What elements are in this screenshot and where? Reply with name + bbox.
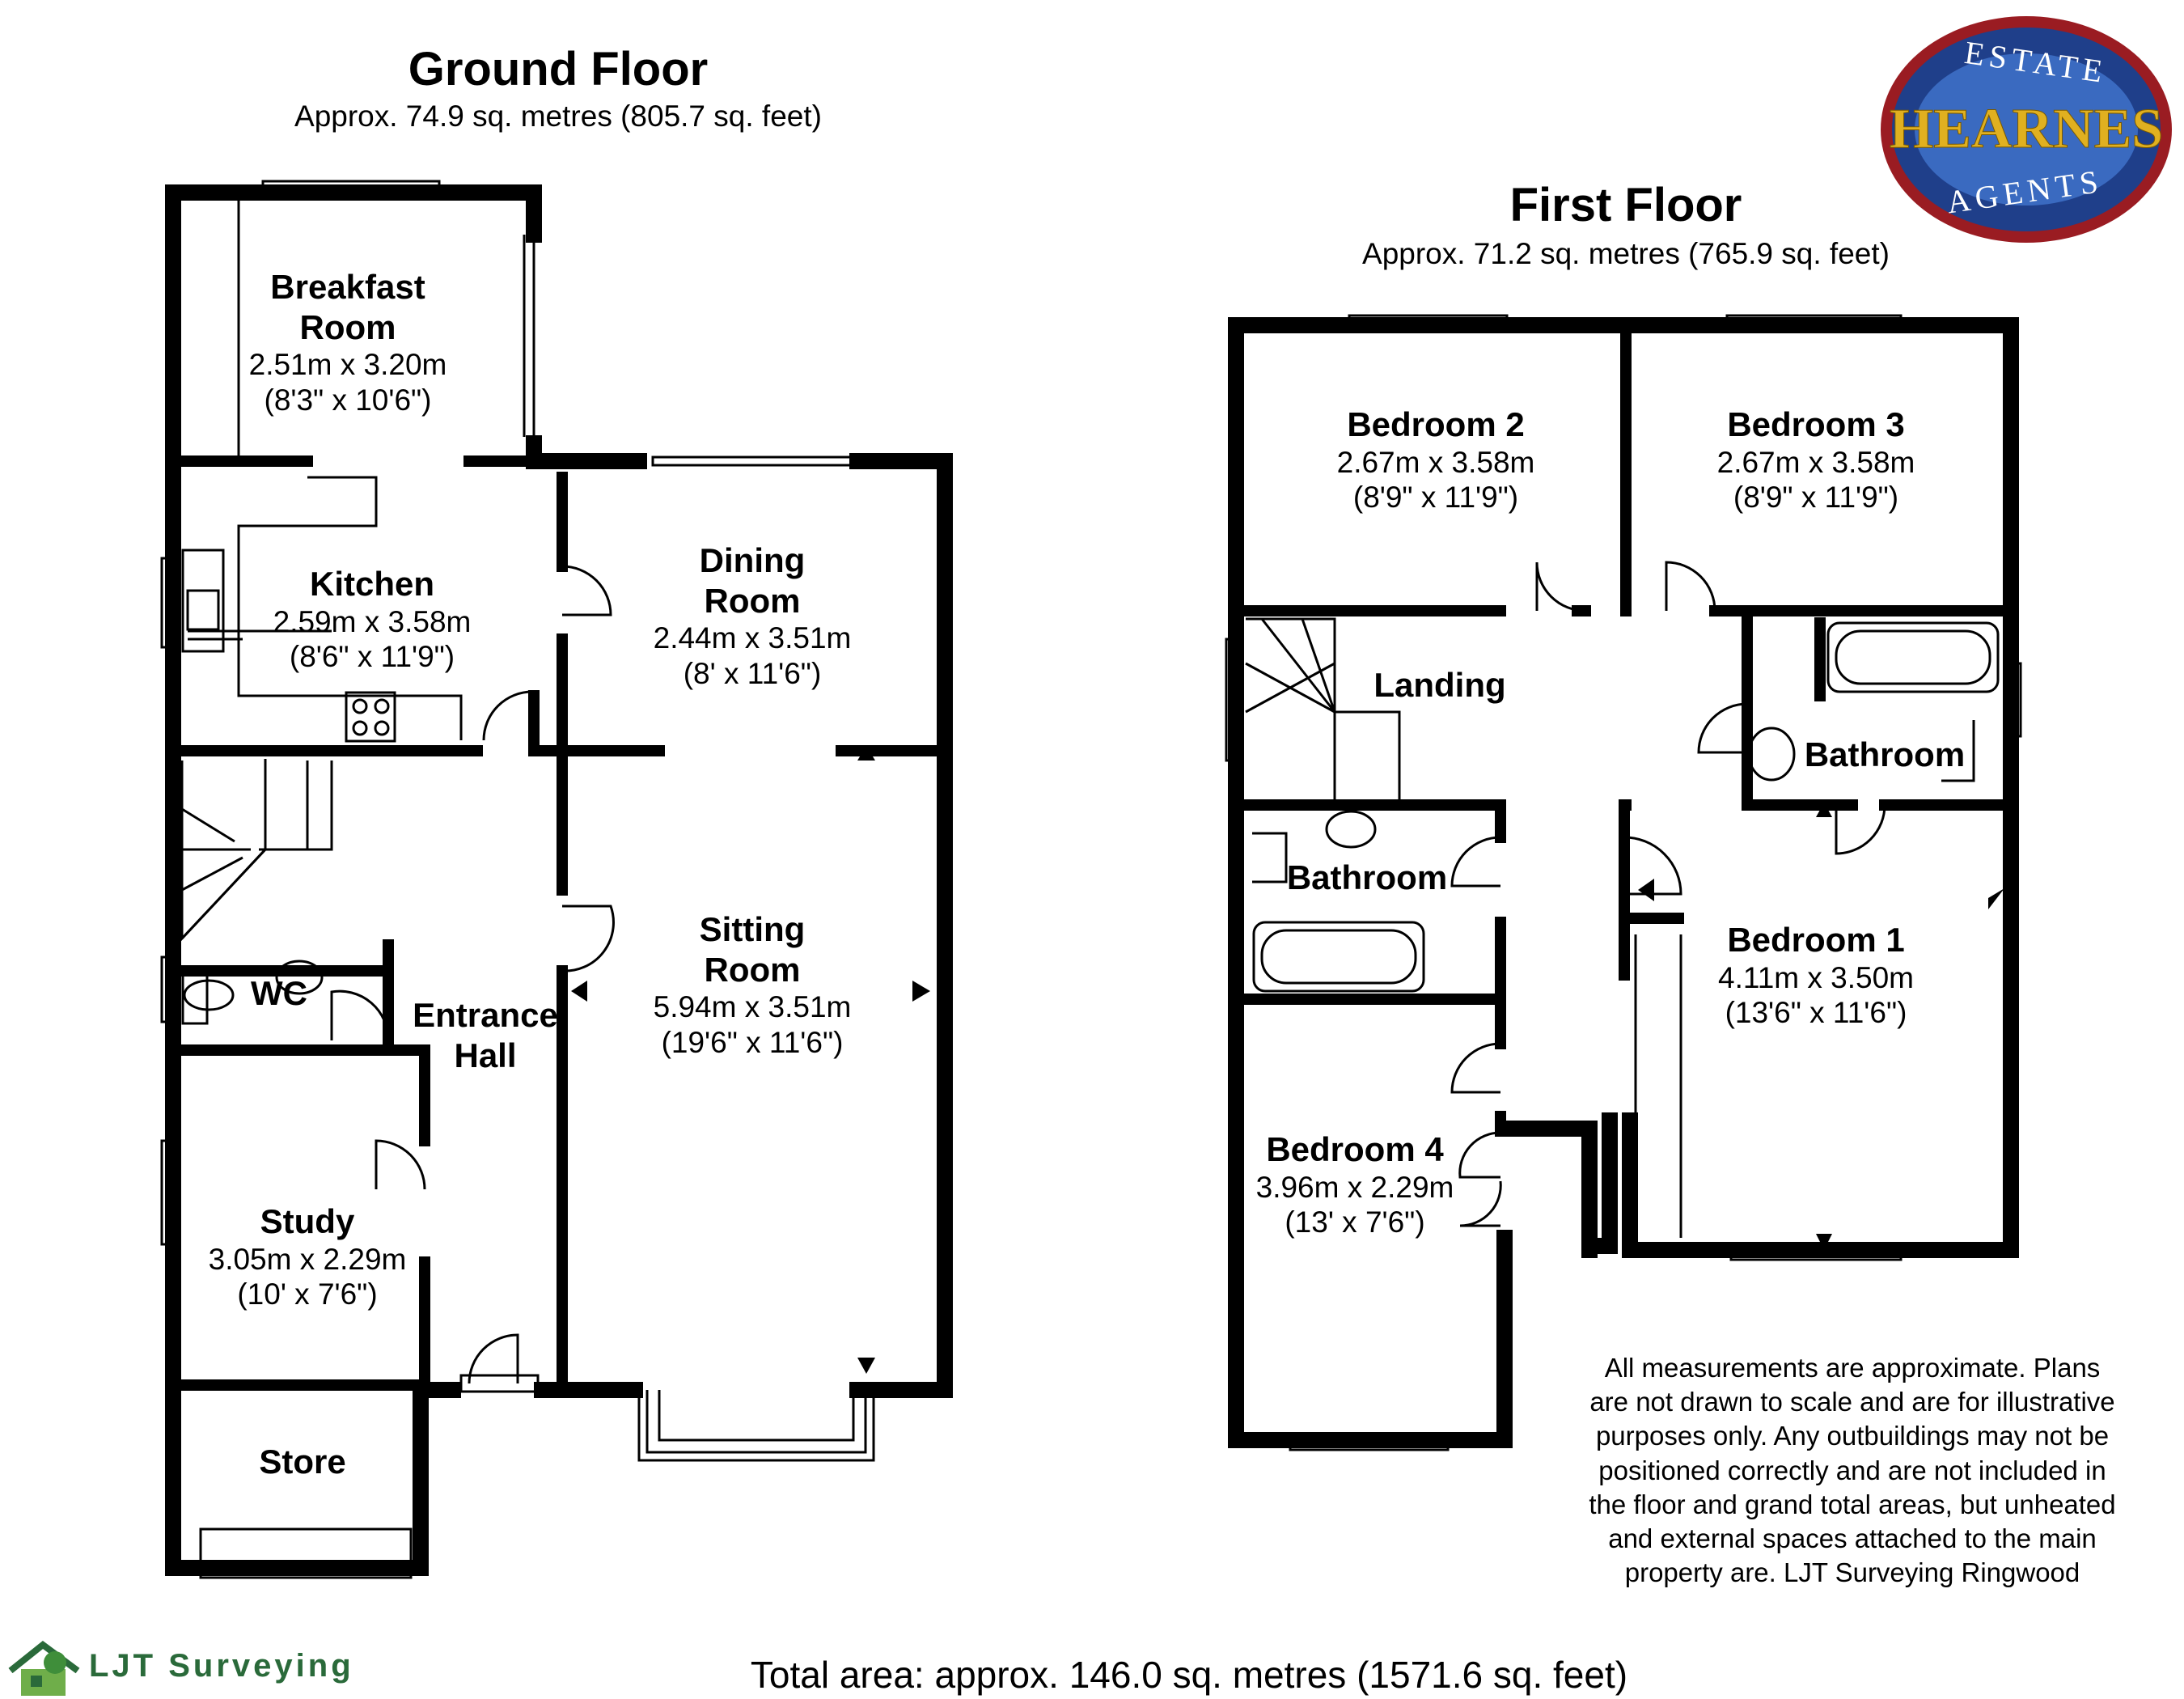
hearnes-logo: ESTATE HEARNES AGENTS — [1881, 16, 2172, 243]
room-metric: 2.44m x 3.51m — [653, 621, 852, 655]
room-name: Sitting — [699, 910, 806, 948]
room-imperial: (8'3" x 10'6") — [264, 383, 432, 417]
first-floor-markers — [1638, 803, 2004, 1250]
room-bathroom-right: Bathroom — [1804, 735, 1966, 773]
first-floor-title: First Floor — [1509, 179, 1742, 231]
room-breakfast: Breakfast Room 2.51m x 3.20m (8'3" x 10'… — [218, 267, 477, 417]
room-bedroom-2: Bedroom 2 2.67m x 3.58m (8'9" x 11'9") — [1294, 405, 1577, 515]
room-name: Room — [299, 307, 396, 346]
ground-floor-title: Ground Floor — [408, 43, 709, 95]
room-name: Room — [704, 950, 801, 989]
room-dining: Dining Room 2.44m x 3.51m (8' x 11'6") — [623, 540, 882, 691]
room-imperial: (8'9" x 11'9") — [1733, 481, 1899, 515]
room-name: Bedroom 3 — [1727, 405, 1905, 443]
room-metric: 4.11m x 3.50m — [1718, 960, 1914, 994]
ground-floor-markers — [571, 746, 930, 1374]
room-imperial: (8'6" x 11'9") — [289, 640, 455, 674]
room-metric: 3.96m x 2.29m — [1255, 1170, 1454, 1204]
room-bedroom-4: Bedroom 4 3.96m x 2.29m (13' x 7'6") — [1238, 1129, 1472, 1240]
room-name: Bedroom 2 — [1347, 405, 1525, 443]
room-name: Study — [260, 1202, 355, 1240]
room-entrance-hall: Entrance Hall — [404, 995, 566, 1075]
logo-main-text: HEARNES — [1890, 98, 2163, 160]
total-area: Total area: approx. 146.0 sq. metres (15… — [750, 1654, 1628, 1696]
room-imperial: (8' x 11'6") — [683, 656, 822, 690]
ljt-house-icon — [8, 1640, 80, 1696]
ground-floor-windows — [160, 180, 875, 1579]
room-imperial: (8'9" x 11'9") — [1352, 481, 1519, 515]
room-bathroom-left: Bathroom — [1286, 858, 1448, 896]
room-landing: Landing — [1373, 666, 1506, 704]
room-imperial: (13' x 7'6") — [1285, 1205, 1425, 1239]
room-name: Bedroom 1 — [1727, 921, 1905, 959]
disclaimer-text: All measurements are approximate. Plans … — [1589, 1353, 2116, 1588]
room-metric: 2.67m x 3.58m — [1336, 445, 1535, 479]
ground-floor-area: Approx. 74.9 sq. metres (805.7 sq. feet) — [294, 100, 822, 133]
room-metric: 3.05m x 2.29m — [208, 1242, 407, 1276]
first-floor-fixtures — [1245, 561, 2000, 1227]
ground-floor-fixtures — [180, 193, 615, 1384]
room-name: Bedroom 4 — [1266, 1130, 1444, 1168]
room-name: Kitchen — [309, 565, 434, 603]
room-name: Breakfast — [270, 268, 425, 306]
room-imperial: (19'6" x 11'6") — [661, 1025, 844, 1059]
first-floor-area: Approx. 71.2 sq. metres (765.9 sq. feet) — [1362, 237, 1890, 270]
room-imperial: (10' x 7'6") — [237, 1277, 378, 1311]
room-name: Room — [704, 581, 801, 620]
room-name: Entrance — [413, 996, 558, 1034]
room-study: Study 3.05m x 2.29m (10' x 7'6") — [178, 1201, 437, 1312]
room-kitchen: Kitchen 2.59m x 3.58m (8'6" x 11'9") — [243, 564, 502, 675]
room-store: Store — [259, 1443, 346, 1481]
room-sitting: Sitting Room 5.94m x 3.51m (19'6" x 11'6… — [623, 909, 882, 1060]
room-imperial: (13'6" x 11'6") — [1725, 996, 1907, 1030]
surveyor-name: LJT Surveying — [89, 1648, 354, 1684]
first-floor-windows — [1225, 314, 2022, 1451]
room-bedroom-3: Bedroom 3 2.67m x 3.58m (8'9" x 11'9") — [1674, 405, 1958, 515]
room-wc: WC — [251, 974, 307, 1012]
room-metric: 2.59m x 3.58m — [273, 604, 472, 638]
room-metric: 2.51m x 3.20m — [248, 348, 447, 382]
room-name: Hall — [454, 1036, 517, 1074]
room-metric: 5.94m x 3.51m — [653, 990, 852, 1024]
room-bedroom-1: Bedroom 1 4.11m x 3.50m (13'6" x 11'6") — [1674, 920, 1958, 1031]
room-name: Dining — [699, 541, 806, 579]
room-metric: 2.67m x 3.58m — [1716, 445, 1915, 479]
